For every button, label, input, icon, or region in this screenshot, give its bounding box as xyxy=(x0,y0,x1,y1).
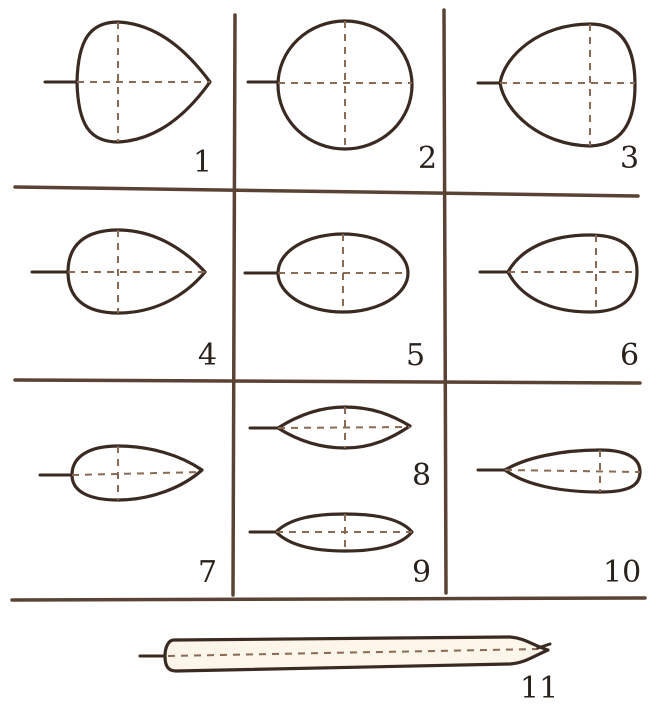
shape-label: 6 xyxy=(620,338,639,373)
grid-horizontal-2 xyxy=(15,380,640,383)
shape-9: 9 xyxy=(250,514,431,590)
shape-3: 3 xyxy=(478,24,639,176)
shape-11: 11 xyxy=(140,637,558,705)
shape-6: 6 xyxy=(480,235,639,373)
shape-label: 7 xyxy=(198,555,217,590)
shape-label: 10 xyxy=(603,555,641,590)
leaf-outline xyxy=(500,24,635,146)
shape-4: 4 xyxy=(32,230,217,373)
midrib xyxy=(278,427,410,428)
grid-vertical-right xyxy=(444,10,446,593)
grid-horizontal-3 xyxy=(12,598,645,600)
shape-10: 10 xyxy=(478,450,641,590)
shape-8: 8 xyxy=(250,407,431,493)
shape-2: 2 xyxy=(248,21,437,176)
shape-5: 5 xyxy=(245,234,425,373)
shape-label: 9 xyxy=(412,555,431,590)
shape-label: 2 xyxy=(418,141,437,176)
grid-vertical-left xyxy=(233,15,235,595)
grid-horizontal-1 xyxy=(15,187,638,196)
midrib xyxy=(72,472,202,475)
shape-label: 4 xyxy=(198,338,217,373)
shape-label: 1 xyxy=(193,145,212,180)
leaf-tip xyxy=(538,644,550,648)
shape-7: 7 xyxy=(40,446,217,590)
shape-label: 8 xyxy=(412,458,431,493)
shape-label: 11 xyxy=(520,671,558,705)
shape-label: 3 xyxy=(620,141,639,176)
midrib xyxy=(505,470,640,472)
shape-label: 5 xyxy=(406,338,425,373)
leaf-outline xyxy=(508,235,637,312)
shape-1: 1 xyxy=(45,22,212,180)
